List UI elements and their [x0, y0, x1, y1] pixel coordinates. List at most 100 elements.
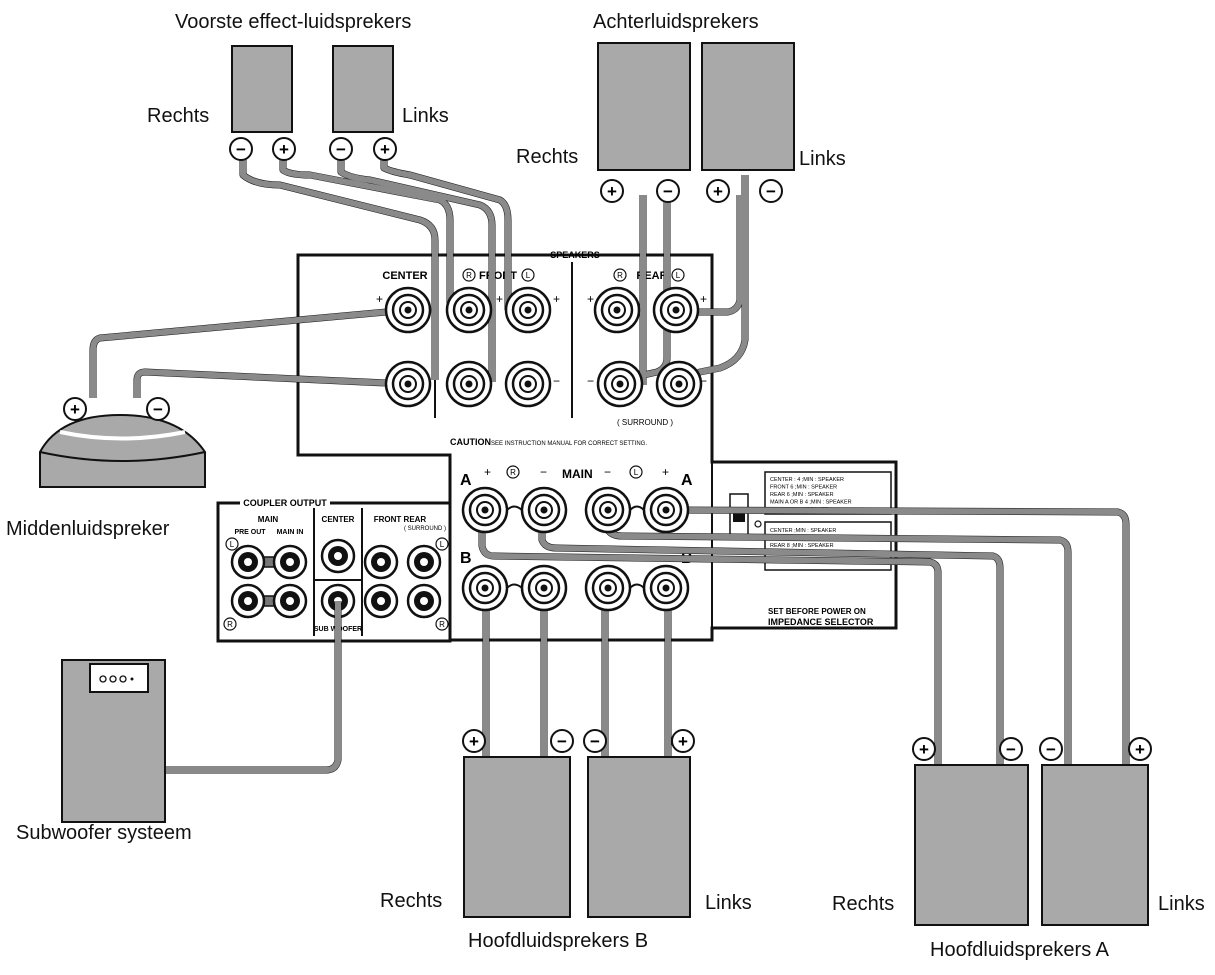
pre-out-l-jack: [230, 544, 266, 580]
minus-polarity-symbol: −: [766, 182, 776, 201]
main-in-r-jack: [272, 583, 308, 619]
impedance-row: REAR 6 ;MIN : SPEAKER: [770, 492, 834, 498]
plus-mark: +: [496, 292, 503, 306]
main-a-l-minus-terminal: [584, 486, 632, 534]
main-b-right-speaker: [463, 756, 571, 918]
minus-polarity-mark: [1039, 737, 1063, 761]
front-rear-jack: [406, 583, 442, 619]
minus-polarity-symbol: −: [557, 732, 567, 751]
plus-mark: +: [700, 292, 707, 306]
plus-polarity-symbol: +: [678, 732, 688, 751]
minus-mark: −: [540, 465, 547, 479]
front-rear-jack: [363, 544, 399, 580]
pre-out-label: PRE OUT: [234, 529, 266, 536]
plus-mark: +: [376, 292, 383, 306]
main-b-r-plus-terminal: [461, 564, 509, 612]
coupler-main-label: MAIN: [258, 515, 279, 524]
main-b-left-label: Links: [705, 892, 752, 914]
coupler-r-mark: R: [227, 620, 233, 629]
plus-polarity-symbol: +: [70, 400, 80, 419]
rear-l-mark: L: [676, 271, 681, 280]
plus-polarity-mark: [912, 737, 936, 761]
rear-title: Achterluidsprekers: [593, 11, 759, 33]
minus-polarity-mark: [583, 729, 607, 753]
plus-mark: +: [662, 465, 669, 479]
main-a-right-speaker: [914, 764, 1029, 926]
plus-polarity-symbol: +: [607, 182, 617, 201]
impedance-row: FRONT 6 ;MIN : SPEAKER: [770, 485, 837, 491]
minus-polarity-symbol: −: [153, 400, 163, 419]
plus-polarity-mark: [272, 137, 296, 161]
front-rear-jack: [363, 583, 399, 619]
center-minus-terminal: [384, 360, 432, 408]
plus-polarity-mark: [462, 729, 486, 753]
minus-polarity-mark: [329, 137, 353, 161]
front-rear-jack: [406, 544, 442, 580]
main-b-r-minus-terminal: [520, 564, 568, 612]
minus-polarity-symbol: −: [1046, 740, 1056, 759]
minus-mark: −: [604, 465, 611, 479]
front-l-minus-terminal: [504, 360, 552, 408]
front-r-minus-terminal: [445, 360, 493, 408]
minus-polarity-mark: [146, 397, 170, 421]
set-before-label: SET BEFORE POWER ON: [768, 607, 866, 616]
surround-label: ( SURROUND ): [617, 418, 673, 427]
main-a-left-label: A: [460, 472, 472, 489]
main-r-mark: R: [510, 468, 516, 477]
subwoofer-label: Subwoofer systeem: [16, 822, 192, 844]
main-a-r-minus-terminal: [520, 486, 568, 534]
minus-polarity-mark: [229, 137, 253, 161]
front-l-plus-terminal: [504, 286, 552, 334]
coupler-output-label: COUPLER OUTPUT: [243, 498, 327, 508]
plus-polarity-mark: [671, 729, 695, 753]
speakers-label: SPEAKERS: [550, 250, 600, 260]
impedance-row: CENTER : 4 ;MIN : SPEAKER: [770, 477, 844, 483]
main-b-l-minus-terminal: [584, 564, 632, 612]
coupler-front-rear-label: FRONT REAR: [374, 515, 427, 524]
impedance-selector-label: IMPEDANCE SELECTOR: [768, 617, 874, 627]
center-speaker-label: Middenluidspreker: [6, 518, 170, 540]
main-b-left-speaker: [587, 756, 691, 918]
plus-mark: +: [587, 292, 594, 306]
main-a-right-label: A: [681, 472, 693, 489]
front-effect-right-speaker: [231, 45, 293, 133]
minus-polarity-symbol: −: [336, 140, 346, 159]
main-a-right-label: Rechts: [832, 893, 895, 915]
coupler-center-label: CENTER: [322, 515, 355, 524]
minus-mark: −: [587, 374, 594, 388]
main-label: MAIN: [562, 467, 593, 481]
main-l-mark: L: [634, 468, 639, 477]
amp-panel-outline: [296, 253, 898, 642]
rear-right-speaker: [597, 42, 691, 171]
plus-mark: +: [553, 292, 560, 306]
minus-polarity-mark: [656, 179, 680, 203]
main-b-l-plus-terminal: [642, 564, 690, 612]
minus-polarity-mark: [550, 729, 574, 753]
rear-right-label: Rechts: [516, 146, 579, 168]
front-effect-left-speaker: [332, 45, 394, 133]
center-label: CENTER: [382, 270, 427, 282]
front-effect-left-label: Links: [402, 105, 449, 127]
coupler-surround-label: ( SURROUND ): [404, 526, 446, 532]
front-r-plus-terminal: [445, 286, 493, 334]
main-in-label: MAIN IN: [277, 529, 304, 536]
front-r-mark: R: [466, 271, 472, 280]
coupler-l-mark: L: [230, 540, 235, 549]
plus-polarity-symbol: +: [279, 140, 289, 159]
minus-mark: −: [553, 374, 560, 388]
plus-polarity-mark: [63, 397, 87, 421]
plus-polarity-mark: [706, 179, 730, 203]
plus-polarity-mark: [600, 179, 624, 203]
coupler-l-mark: L: [440, 540, 445, 549]
plus-mark: +: [484, 465, 491, 479]
plus-polarity-mark: [1128, 737, 1152, 761]
impedance-row: MAIN A OR B 4 ;MIN : SPEAKER: [770, 500, 852, 506]
center-speaker-shape: [39, 413, 206, 488]
polarity-markers: − + − + + − + − + − + − − + + − − +: [63, 137, 1152, 761]
center-out-jack: [320, 538, 356, 574]
plus-polarity-symbol: +: [713, 182, 723, 201]
minus-polarity-symbol: −: [1006, 740, 1016, 759]
rear-left-speaker: [701, 42, 795, 171]
main-b-right-label: Rechts: [380, 890, 443, 912]
